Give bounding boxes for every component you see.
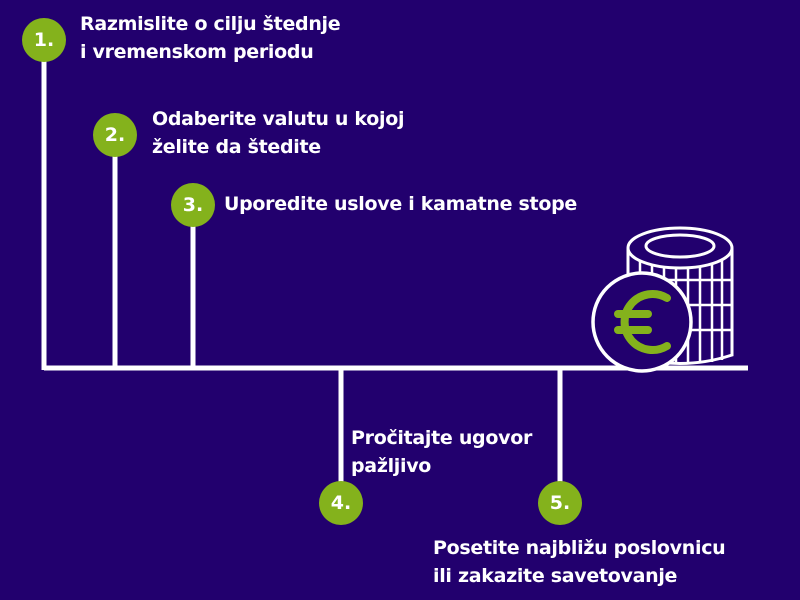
step-3-line-1: Uporedite uslove i kamatne stope	[224, 193, 577, 215]
step-1-line-1: Razmislite o cilju štednje	[80, 13, 341, 35]
step-5-text: Posetite najbližu poslovnicu ili zakazite…	[433, 534, 726, 590]
step-4-line-2: pažljivo	[351, 455, 432, 477]
step-2-text: Odaberite valutu u kojoj želite da štedit…	[152, 105, 405, 161]
step-5-line-1: Posetite najbližu poslovnicu	[433, 537, 726, 559]
step-2-line-2: želite da štedite	[152, 136, 321, 158]
step-1-badge: 1.	[22, 18, 66, 62]
euro-coin-stack-icon	[591, 226, 734, 373]
step-5-badge: 5.	[538, 481, 582, 525]
step-2-badge: 2.	[93, 113, 137, 157]
step-1-line-2: i vremenskom periodu	[80, 41, 314, 63]
step-3-badge: 3.	[171, 183, 215, 227]
step-2-line-1: Odaberite valutu u kojoj	[152, 108, 405, 130]
step-4-line-1: Pročitajte ugovor	[351, 427, 533, 449]
step-5-line-2: ili zakazite savetovanje	[433, 565, 678, 587]
step-1-text: Razmislite o cilju štednje i vremenskom p…	[80, 10, 341, 66]
step-4-text: Pročitajte ugovor pažljivo	[351, 424, 532, 480]
step-4-badge: 4.	[319, 481, 363, 525]
step-3-text: Uporedite uslove i kamatne stope	[224, 190, 577, 218]
